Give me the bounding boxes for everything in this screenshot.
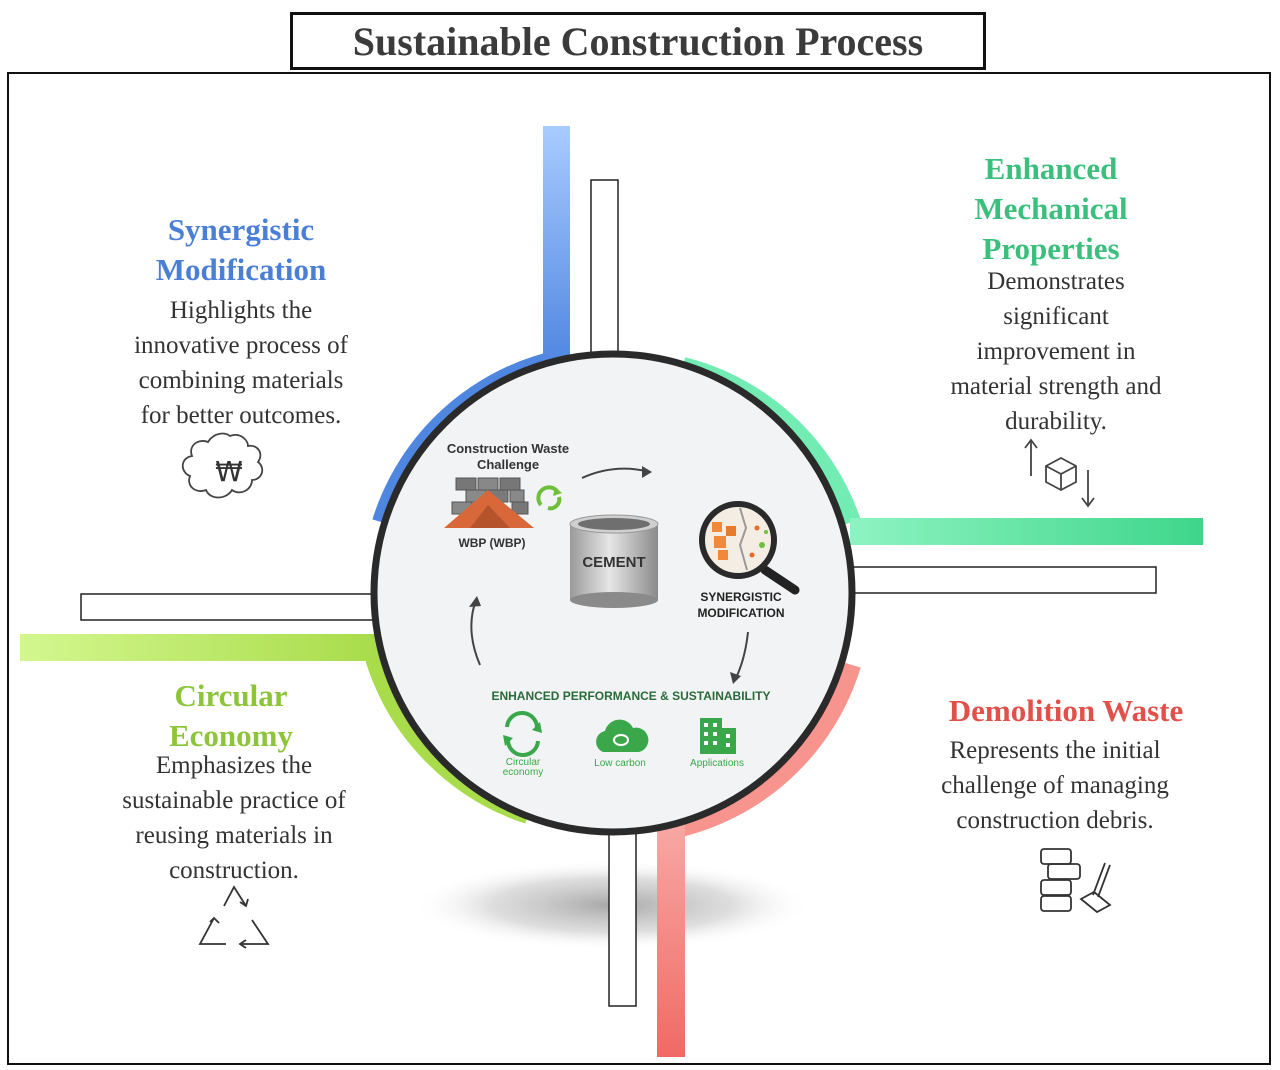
low-carbon-label: Low carbon [594,758,646,769]
demolition-description: Represents the initial challenge of mana… [900,733,1210,838]
heading-line: Circular [174,678,288,713]
description-line: innovative process of [134,332,348,359]
outline-bar-bottom [608,821,637,1007]
description-line: Highlights the [169,297,313,324]
page-title: Sustainable Construction Process [352,18,924,64]
blue-bar [543,126,570,366]
description-line: reusing materials in [135,822,333,849]
enhanced-label: ENHANCED PERFORMANCE & SUSTAINABILITY [491,689,771,703]
lime-bar [20,634,380,661]
waste-pile-icon [444,477,534,528]
synergistic-heading: Synergistic Modification [100,210,382,290]
description-line: Represents the initial [949,737,1161,764]
mechanical-description: Demonstrates significant improvement in … [906,264,1206,439]
waste-title-line: Challenge [476,457,540,472]
circular-economy-label-line: Circular [505,757,541,768]
cloud-leaf-icon [596,719,649,752]
heading-line: Demolition Waste [948,693,1184,728]
heading-line: Properties [982,231,1120,266]
description-line: material strength and [950,373,1162,400]
demolition-heading: Demolition Waste [900,691,1232,731]
diagram-frame [7,72,1271,1065]
mechanical-heading: Enhanced Mechanical Properties [910,149,1192,269]
svg-text:₩: ₩ [215,455,243,488]
description-line: durability. [1005,408,1107,435]
green-bar [850,518,1203,545]
waste-title-line: Construction Waste [446,441,570,456]
heading-line: Enhanced [984,151,1118,186]
heading-line: Synergistic [167,212,315,247]
synergistic-description: Highlights the innovative process of com… [90,293,392,433]
heading-line: Mechanical [974,191,1128,226]
applications-label: Applications [690,758,744,769]
recycle-icon [198,885,270,949]
outline-bar-top [590,179,619,367]
title-box: Sustainable Construction Process [290,12,986,70]
heading-line: Economy [169,718,293,753]
flow-arrows [469,466,749,684]
heading-line: Modification [155,252,327,287]
synergy-label-line: SYNERGISTIC [700,590,782,604]
circular-arrows-icon [503,710,542,758]
description-line: construction debris. [956,807,1154,834]
waste-title: Construction Waste Challenge [430,441,586,473]
description-line: Demonstrates [987,268,1125,295]
red-bar [657,820,685,1057]
description-line: combining materials [138,367,344,394]
description-line: Emphasizes the [155,752,313,779]
outline-bar-right [847,566,1157,594]
circular-economy-label: Circular economy [488,758,558,778]
bricks-hammer-icon [1040,848,1112,914]
description-line: sustainable practice of [122,787,346,814]
red-arc [670,662,861,839]
circular-description: Emphasizes the sustainable practice of r… [84,748,384,888]
synergy-label: SYNERGISTIC MODIFICATION [672,589,810,621]
circular-heading: Circular Economy [90,676,372,756]
circular-economy-label-line: economy [502,767,544,778]
cube-arrows-icon [1024,438,1095,508]
cement-drum-icon [569,514,659,608]
description-line: improvement in [976,338,1136,365]
magnifier-icon [699,501,800,595]
small-recycle-icon [536,485,562,511]
description-line: significant [1003,303,1109,330]
description-line: challenge of managing [941,772,1169,799]
outline-bar-left [80,593,382,621]
wbp-label: WBP (WBP) [458,536,526,550]
won-badge-icon: ₩ [181,432,264,499]
building-icon [700,718,736,754]
description-line: construction. [169,857,299,884]
synergy-label-line: MODIFICATION [697,606,785,620]
description-line: for better outcomes. [140,402,342,429]
cement-label: CEMENT [582,554,646,571]
